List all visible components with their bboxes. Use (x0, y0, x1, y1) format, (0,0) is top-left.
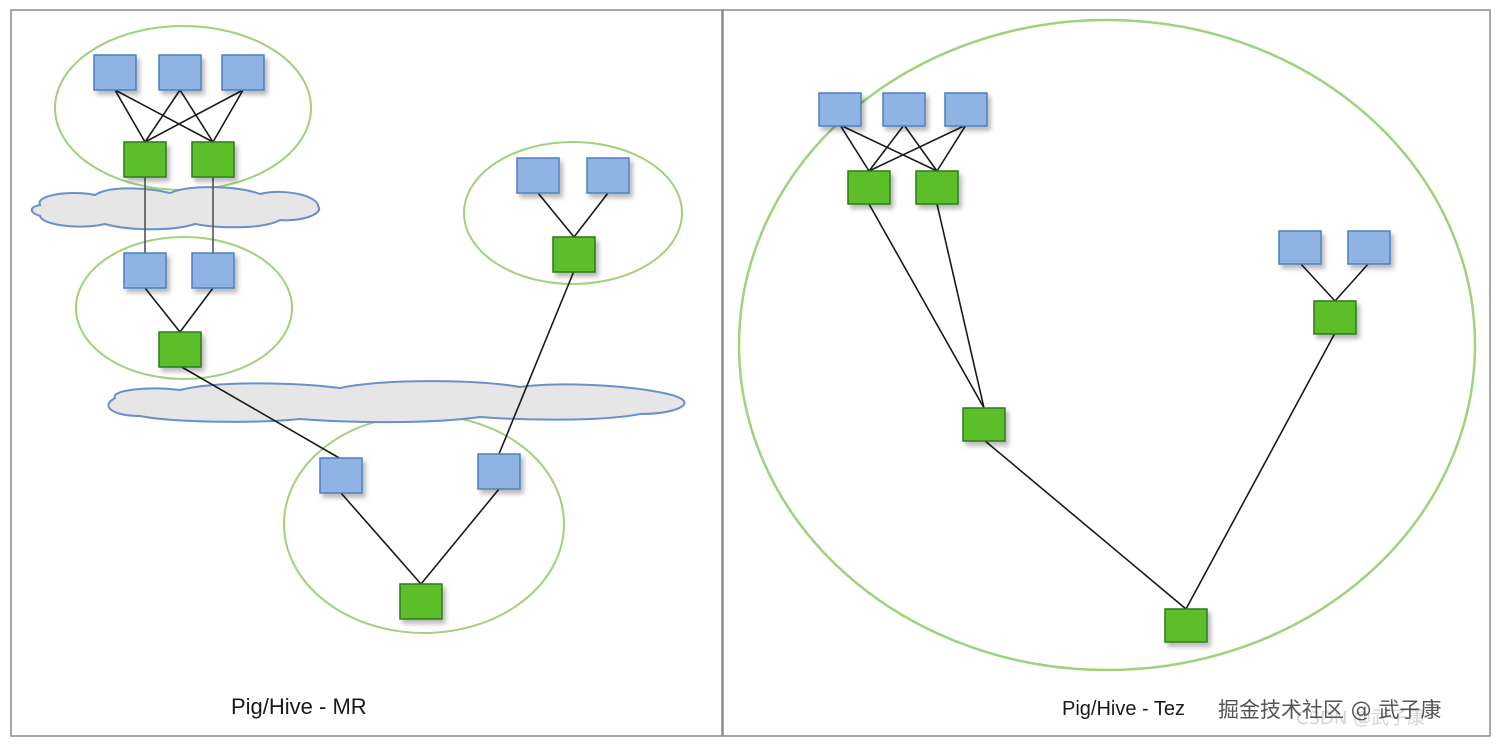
map-task-node (944, 92, 988, 127)
tez-edges (839, 124, 1370, 610)
map-task-node (1347, 230, 1391, 265)
tez-caption: Pig/Hive - Tez (1062, 698, 1185, 720)
watermark-faint: CSDN @武子康 (1296, 708, 1425, 729)
tez-map-tasks (818, 92, 1391, 265)
reduce-task-node (915, 170, 959, 205)
reduce-task-node (399, 583, 443, 620)
map-task-node (319, 457, 363, 494)
map-task-node (818, 92, 862, 127)
map-task-node (221, 54, 265, 91)
reduce-task-node (962, 407, 1006, 442)
reduce-task-node (1313, 300, 1357, 335)
map-task-node (1278, 230, 1322, 265)
mr-map-tasks (93, 54, 630, 494)
map-task-node (191, 252, 235, 289)
map-task-node (477, 453, 521, 490)
map-task-node (586, 157, 630, 194)
hdfs-cloud-icon (107, 380, 686, 424)
mr-edges (114, 89, 609, 585)
tez-panel: Pig/Hive - Tez CSDN @武子康 掘金技术社区 @ 武子康 (737, 18, 1477, 729)
tez-reduce-tasks (847, 170, 1357, 643)
hdfs-cloud-icon (30, 186, 321, 231)
reduce-task-node (1164, 608, 1208, 643)
map-task-node (882, 92, 926, 127)
reduce-task-node (191, 141, 235, 178)
map-task-node (516, 157, 560, 194)
reduce-task-node (847, 170, 891, 205)
mr-job-2-outline (75, 236, 293, 380)
map-task-node (123, 252, 167, 289)
mr-job-3-outline (463, 141, 683, 285)
map-task-node (158, 54, 202, 91)
mr-reduce-tasks (123, 141, 596, 620)
tez-dag-outline (737, 18, 1477, 672)
reduce-task-node (123, 141, 167, 178)
watermark-text: 掘金技术社区 @ 武子康 (1218, 698, 1441, 722)
reduce-task-node (552, 236, 596, 273)
mr-panel-frame (10, 9, 723, 737)
mr-caption: Pig/Hive - MR (231, 694, 367, 719)
mr-panel: Pig/Hive - MR (30, 25, 686, 719)
map-task-node (93, 54, 137, 91)
reduce-task-node (158, 331, 202, 368)
